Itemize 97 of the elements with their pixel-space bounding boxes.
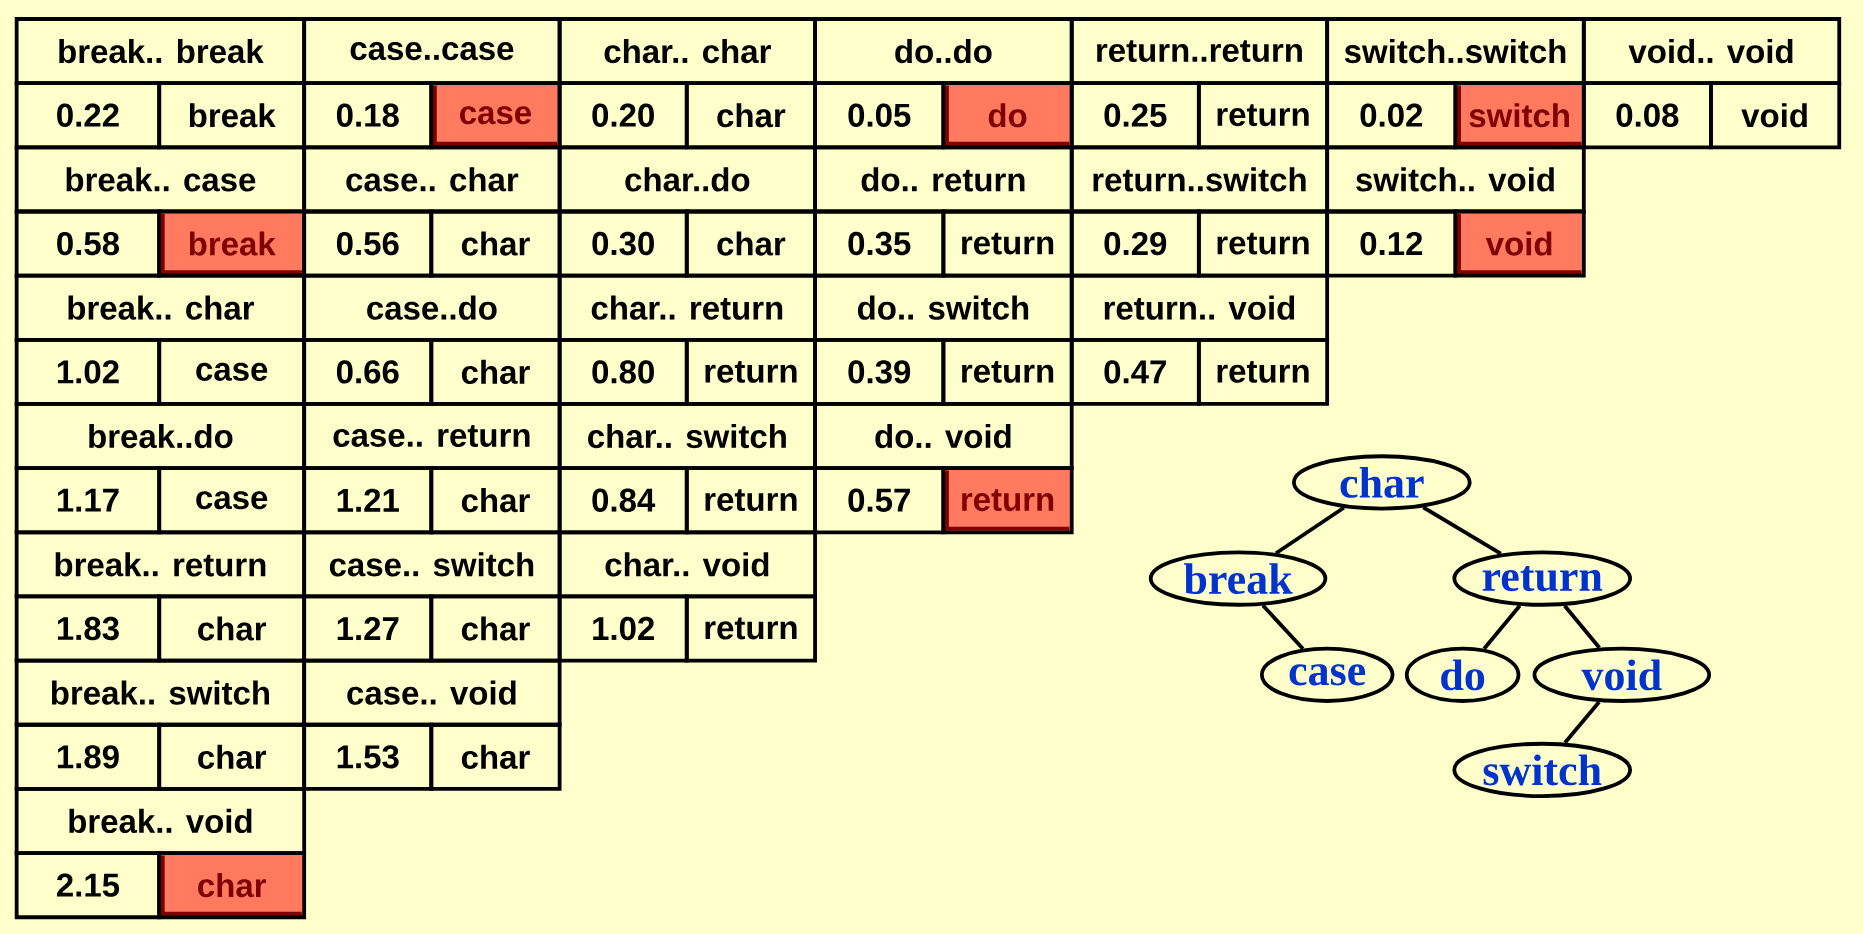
- root-cell: break: [157, 209, 307, 278]
- root-cell: return: [1196, 81, 1330, 150]
- value-cell: 1.83: [14, 594, 162, 663]
- root-cell: char: [157, 851, 307, 920]
- root-cell: char: [429, 594, 562, 663]
- header-cell: do.. switch: [813, 273, 1074, 342]
- root-cell: char: [429, 722, 562, 791]
- value-cell: 0.29: [1069, 209, 1201, 278]
- tree-node: break: [1148, 550, 1328, 607]
- header-cell: do..do: [813, 17, 1074, 86]
- value-cell: 0.58: [14, 209, 162, 278]
- value-cell: 1.21: [302, 466, 434, 535]
- header-cell: case.. return: [302, 402, 562, 471]
- header-cell: do.. void: [813, 402, 1074, 471]
- value-cell: 2.15: [14, 851, 162, 920]
- value-cell: 1.27: [302, 594, 434, 663]
- tree-node: return: [1452, 550, 1632, 607]
- value-cell: 0.20: [557, 81, 689, 150]
- tree-edge: [1422, 505, 1502, 556]
- tree-node: void: [1532, 646, 1712, 703]
- value-cell: 1.02: [14, 337, 162, 406]
- value-cell: 0.18: [302, 81, 434, 150]
- root-cell: case: [157, 466, 307, 535]
- value-cell: 0.12: [1325, 209, 1458, 278]
- header-cell: case.. void: [302, 658, 562, 727]
- header-cell: case.. switch: [302, 530, 562, 599]
- header-cell: void.. void: [1581, 17, 1842, 86]
- header-cell: break.. break: [14, 17, 307, 86]
- root-cell: return: [1196, 209, 1330, 278]
- root-cell: char: [429, 466, 562, 535]
- value-cell: 0.66: [302, 337, 434, 406]
- root-cell: return: [684, 337, 817, 406]
- root-cell: void: [1453, 209, 1586, 278]
- tree-edge: [1563, 604, 1601, 649]
- value-cell: 0.84: [557, 466, 689, 535]
- value-cell: 0.57: [813, 466, 946, 535]
- tree-node: char: [1292, 454, 1472, 511]
- root-cell: char: [429, 209, 562, 278]
- tree-edge: [1563, 700, 1601, 744]
- header-cell: break.. case: [14, 145, 307, 214]
- tree-node: case: [1259, 646, 1395, 703]
- header-cell: break..do: [14, 402, 307, 471]
- root-cell: return: [684, 594, 817, 663]
- value-cell: 0.25: [1069, 81, 1201, 150]
- root-cell: char: [157, 594, 307, 663]
- header-cell: char..do: [557, 145, 817, 214]
- header-cell: return..switch: [1069, 145, 1330, 214]
- value-cell: 0.02: [1325, 81, 1458, 150]
- root-cell: return: [941, 466, 1074, 535]
- value-cell: 0.47: [1069, 337, 1201, 406]
- tree-node: do: [1404, 646, 1521, 703]
- header-cell: return..return: [1069, 17, 1330, 86]
- root-cell: return: [941, 337, 1074, 406]
- value-cell: 0.30: [557, 209, 689, 278]
- header-cell: break.. void: [14, 787, 307, 855]
- header-cell: char.. switch: [557, 402, 817, 471]
- value-cell: 1.53: [302, 722, 434, 791]
- header-cell: case..do: [302, 273, 562, 342]
- root-cell: return: [1196, 337, 1330, 406]
- root-cell: break: [157, 81, 307, 150]
- value-cell: 0.22: [14, 81, 162, 150]
- root-cell: char: [684, 81, 817, 150]
- value-cell: 0.35: [813, 209, 946, 278]
- tree-edge: [1274, 506, 1345, 555]
- value-cell: 1.89: [14, 722, 162, 791]
- header-cell: case..case: [302, 17, 562, 86]
- root-cell: return: [684, 466, 817, 535]
- root-cell: char: [157, 722, 307, 791]
- root-cell: case: [429, 81, 562, 150]
- value-cell: 0.56: [302, 209, 434, 278]
- root-cell: switch: [1453, 81, 1586, 150]
- header-cell: char.. void: [557, 530, 817, 599]
- header-cell: break.. char: [14, 273, 307, 342]
- tree-node: switch: [1452, 741, 1632, 798]
- value-cell: 1.02: [557, 594, 689, 663]
- value-cell: 0.05: [813, 81, 946, 150]
- tree-edge: [1482, 604, 1522, 651]
- value-cell: 0.39: [813, 337, 946, 406]
- tree-edge: [1261, 604, 1305, 650]
- header-cell: break.. return: [14, 530, 307, 599]
- header-cell: case.. char: [302, 145, 562, 214]
- root-cell: char: [429, 337, 562, 406]
- root-cell: void: [1709, 81, 1842, 150]
- header-cell: char.. return: [557, 273, 817, 342]
- header-cell: char.. char: [557, 17, 817, 86]
- value-cell: 0.08: [1581, 81, 1713, 150]
- header-cell: return.. void: [1069, 273, 1330, 342]
- header-cell: switch..switch: [1325, 17, 1586, 86]
- header-cell: break.. switch: [14, 658, 307, 727]
- root-cell: do: [941, 81, 1074, 150]
- header-cell: do.. return: [813, 145, 1074, 214]
- root-cell: return: [941, 209, 1074, 278]
- root-cell: char: [684, 209, 817, 278]
- header-cell: switch.. void: [1325, 145, 1586, 214]
- value-cell: 1.17: [14, 466, 162, 535]
- root-cell: case: [157, 337, 307, 406]
- value-cell: 0.80: [557, 337, 689, 406]
